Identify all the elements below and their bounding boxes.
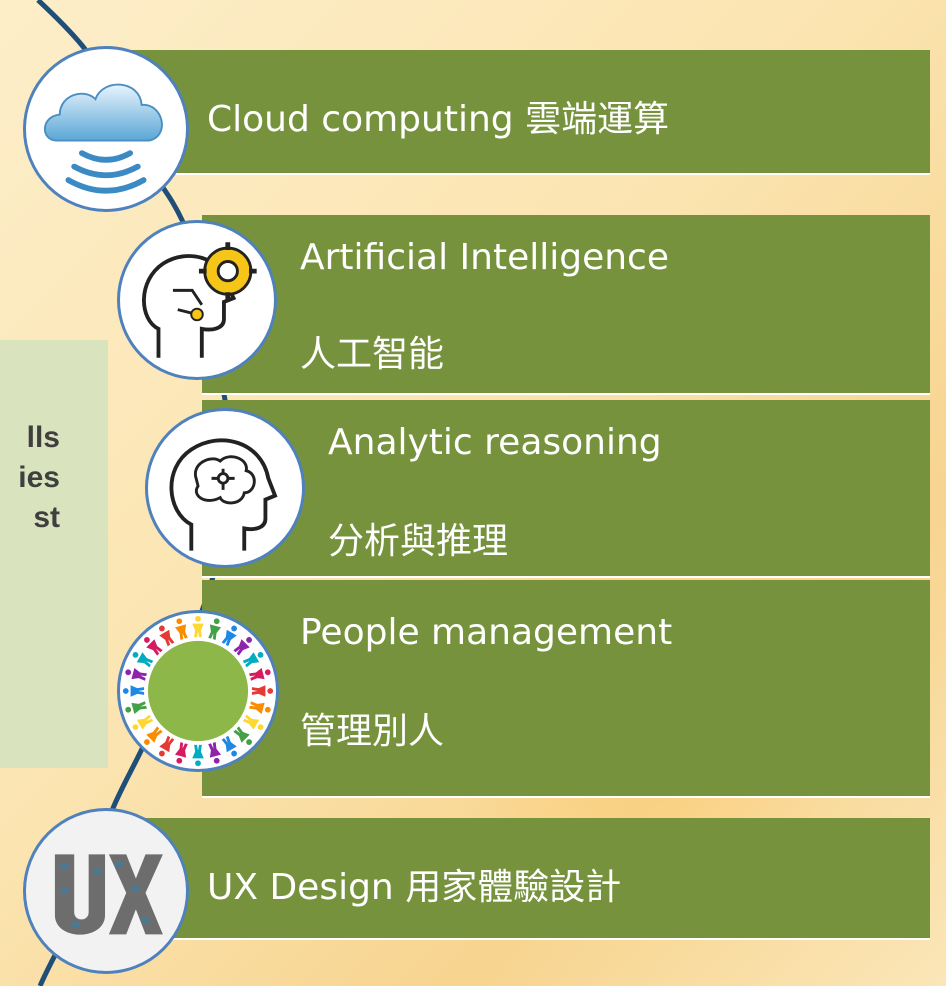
card-label-en: Artificial Intelligence <box>300 237 669 278</box>
card-label-en: Analytic reasoning <box>328 422 662 463</box>
card-label-zh: 人工智能 <box>300 334 445 375</box>
cloud-icon <box>23 46 189 212</box>
side-text-line-1: lls <box>26 421 60 454</box>
person-figure <box>233 637 252 656</box>
person-figure <box>174 618 188 640</box>
person-figure <box>125 667 147 681</box>
person-figure <box>208 618 222 640</box>
side-text-line-2: ies <box>18 461 60 494</box>
card-label-zh: 用家體驗設計 <box>405 867 622 908</box>
card-ux-design: UX Design 用家體驗設計 <box>115 818 930 940</box>
card-artificial-intelligence: Artificial Intelligence 人工智能 <box>202 215 930 395</box>
card-analytic-reasoning: Analytic reasoning 分析與推理 <box>202 400 930 578</box>
person-figure <box>132 714 154 731</box>
person-figure <box>221 735 237 757</box>
card-label-en: Cloud computing <box>207 99 514 140</box>
person-figure <box>242 714 264 731</box>
card-label-en: People management <box>300 612 673 653</box>
brain-head-icon <box>145 408 305 568</box>
card-people-management: People management 管理別人 <box>202 580 930 798</box>
ai-head-gear-icon <box>117 220 277 380</box>
person-figure <box>144 637 163 656</box>
person-figure <box>251 685 274 697</box>
person-figure <box>159 625 175 647</box>
person-figure <box>233 726 252 745</box>
side-panel <box>0 340 108 768</box>
person-figure <box>144 726 163 745</box>
person-figure <box>192 744 204 767</box>
ux-letters-icon <box>23 808 189 974</box>
person-figure <box>192 615 204 638</box>
person-figure <box>125 701 147 715</box>
person-figure <box>249 667 271 681</box>
person-figure <box>221 625 237 647</box>
side-text-line-3: st <box>33 501 60 534</box>
card-label-zh: 雲端運算 <box>525 99 670 140</box>
person-figure <box>174 742 188 764</box>
side-panel-text: lls ies st <box>0 418 60 538</box>
person-figure <box>132 651 154 668</box>
card-label-en: UX Design <box>207 867 394 908</box>
card-cloud-computing: Cloud computing 雲端運算 <box>115 50 930 175</box>
person-figure <box>208 742 222 764</box>
card-label-zh: 分析與推理 <box>328 521 509 562</box>
card-label-zh: 管理別人 <box>300 711 445 752</box>
person-figure <box>249 701 271 715</box>
person-figure <box>122 685 145 697</box>
person-figure <box>242 651 264 668</box>
person-figure <box>159 735 175 757</box>
people-circle-icon <box>117 610 279 772</box>
